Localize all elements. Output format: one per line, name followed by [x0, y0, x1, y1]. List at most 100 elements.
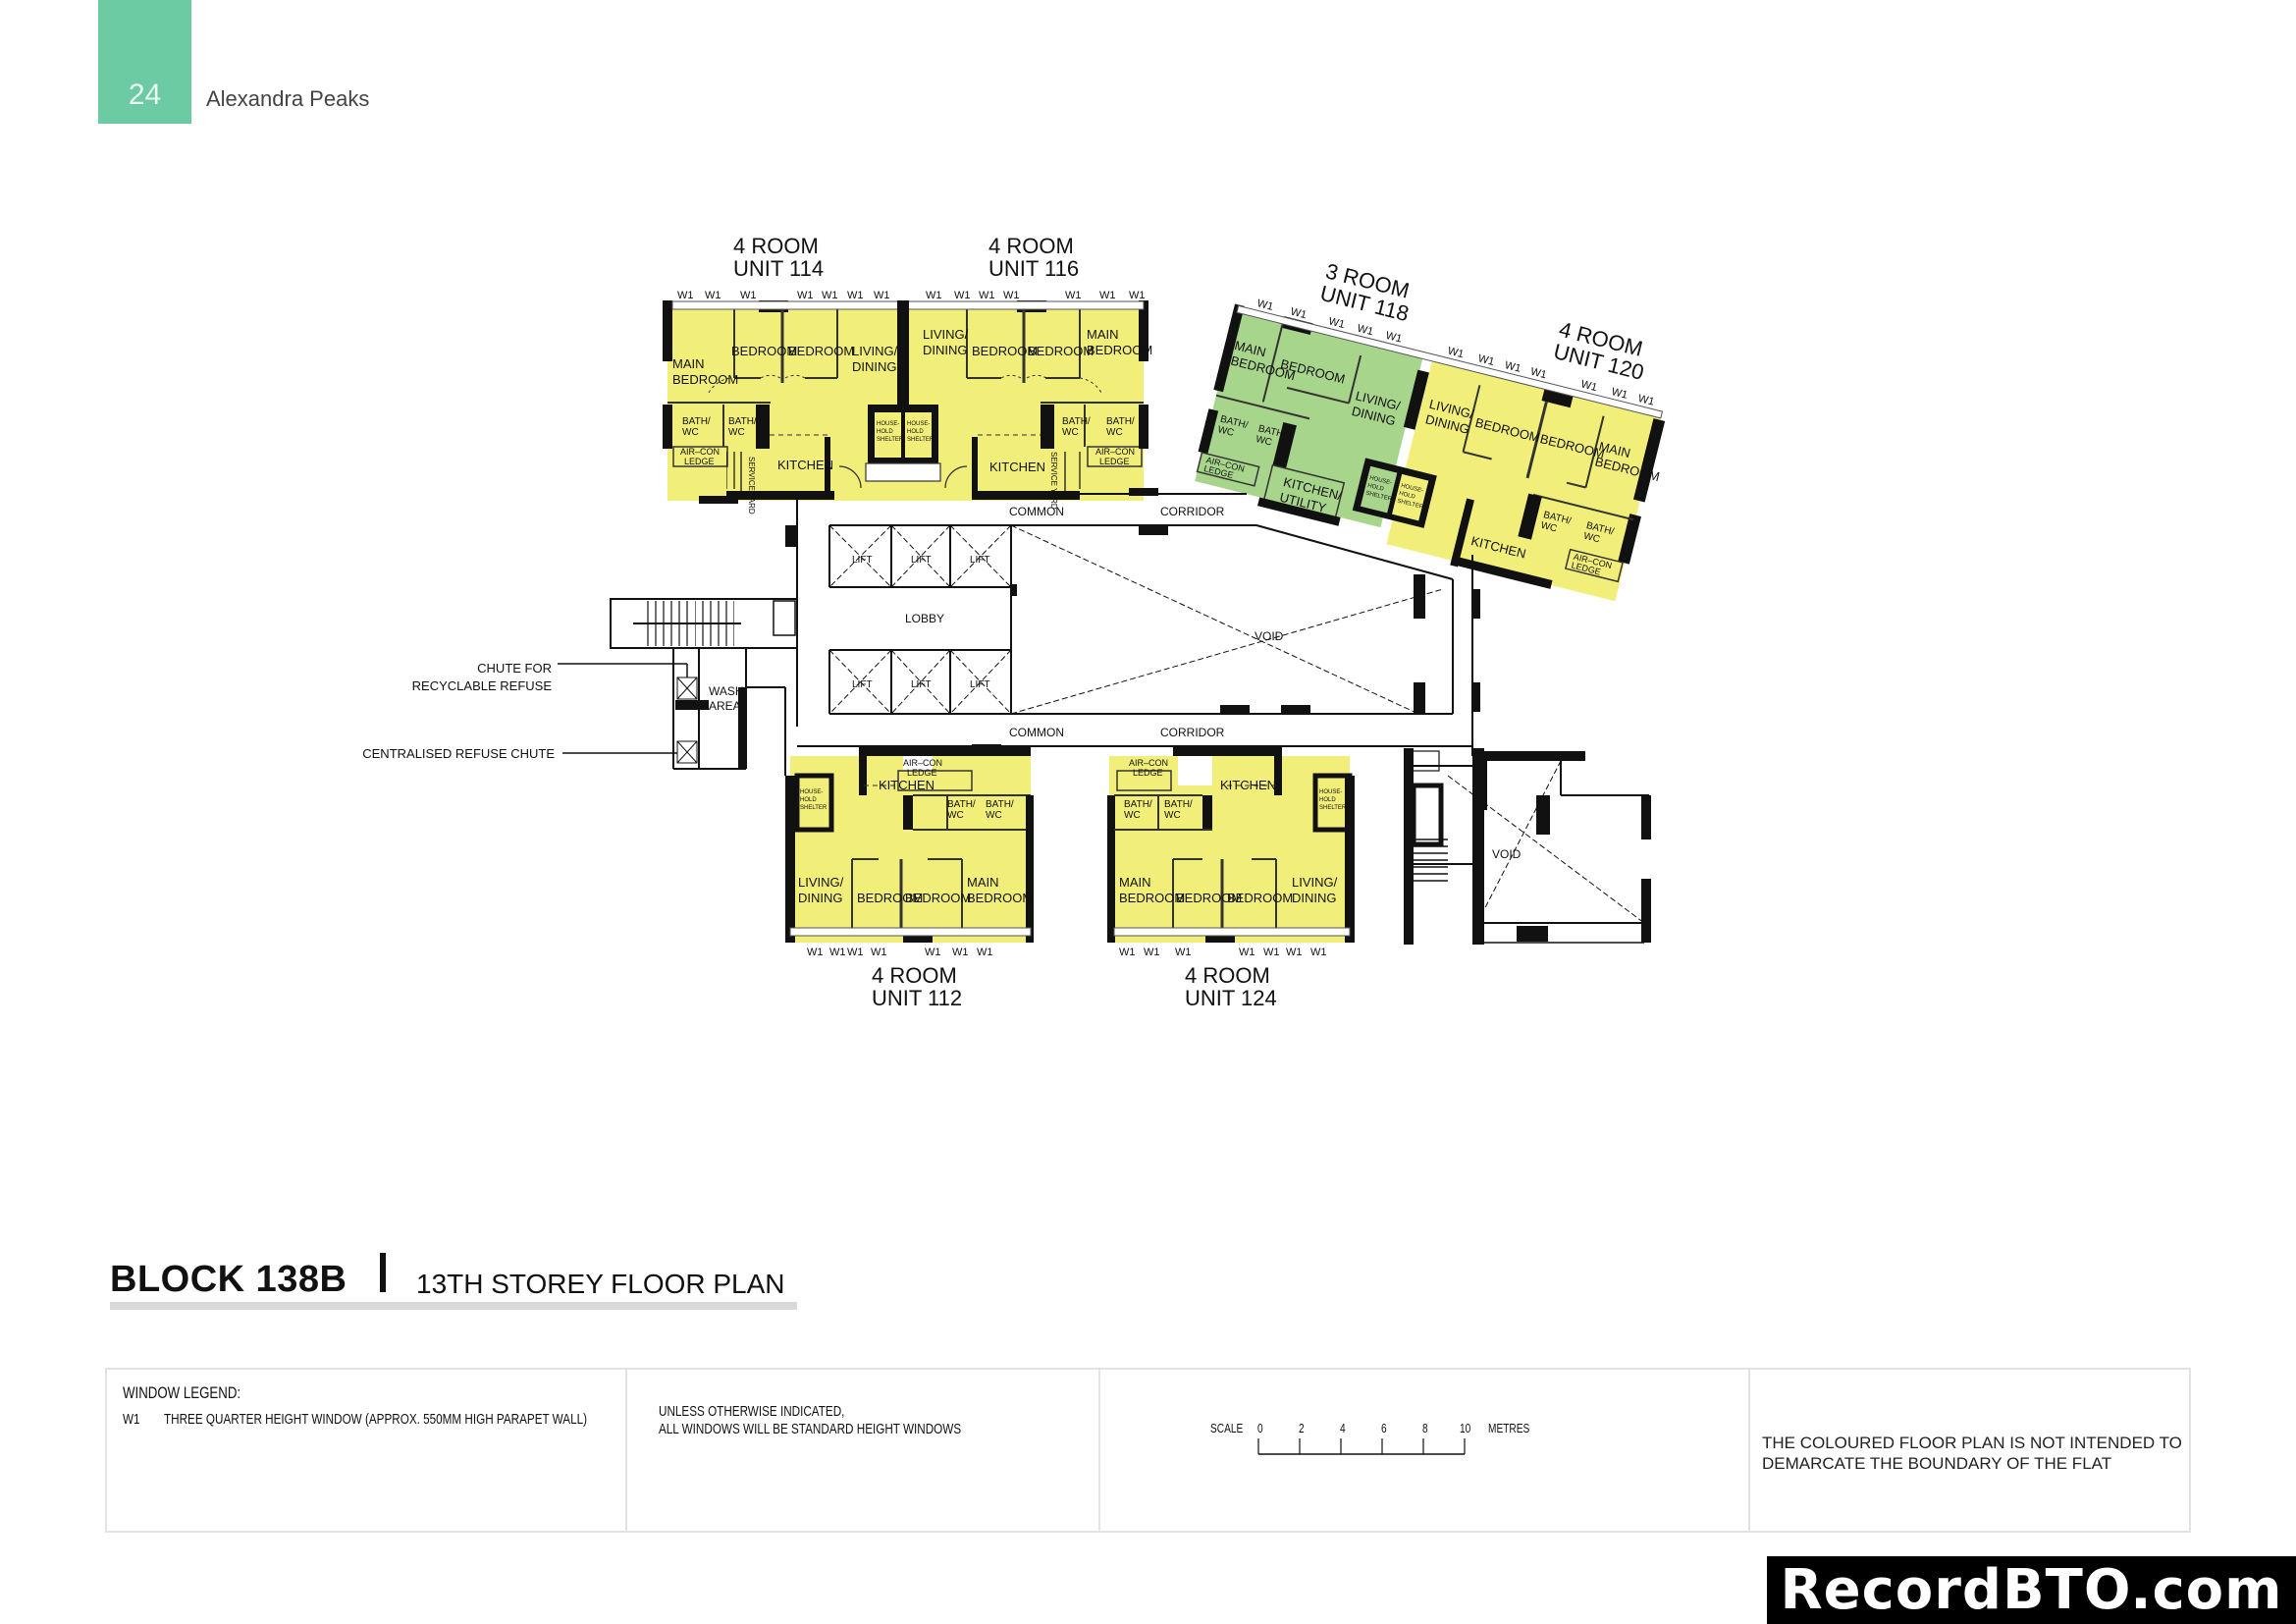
household-shelters-114-116: HOUSE- HOLD SHELTER HOUSE- HOLD SHELTER — [838, 405, 968, 489]
svg-text:LIVING/: LIVING/ — [852, 344, 898, 358]
svg-text:BEDROOM: BEDROOM — [1119, 891, 1185, 905]
svg-text:BATH/: BATH/ — [682, 416, 711, 427]
svg-text:HOLD: HOLD — [877, 429, 893, 435]
svg-text:BATH/: BATH/ — [1106, 416, 1135, 427]
svg-text:HOLD: HOLD — [1399, 491, 1416, 501]
disclaimer-line2: DEMARCATE THE BOUNDARY OF THE FLAT — [1762, 1454, 2112, 1473]
svg-text:BEDROOM: BEDROOM — [1176, 891, 1242, 905]
unit-124[interactable]: KITCHEN AIR–CON LEDGE BATH/ WC BATH/ WC … — [1107, 746, 1355, 943]
svg-text:HOUSE-: HOUSE- — [907, 421, 930, 427]
svg-text:DINING: DINING — [1292, 891, 1337, 905]
svg-text:BATH/: BATH/ — [947, 799, 976, 810]
svg-text:LEDGE: LEDGE — [907, 768, 937, 778]
svg-text:LIVING/: LIVING/ — [798, 875, 844, 890]
svg-text:W1: W1 — [822, 290, 838, 301]
svg-text:HOUSE-: HOUSE- — [1368, 475, 1392, 486]
svg-text:DINING: DINING — [923, 343, 968, 357]
svg-text:W1: W1 — [1529, 366, 1548, 382]
svg-text:W1: W1 — [705, 290, 721, 301]
svg-text:HOUSE-: HOUSE- — [1319, 789, 1342, 795]
unit-112-number: UNIT 112 — [872, 986, 962, 1010]
svg-text:W1: W1 — [1356, 323, 1374, 339]
window-tags-top: W1 W1 W1 W1 W1 W1 W1 W1 W1 W1 W1 W1 W1 W… — [677, 290, 1146, 301]
unit-120[interactable]: LIVING/ DINING BEDROOM BEDROOM MAIN BEDR… — [1385, 357, 1674, 609]
svg-text:SHELTER: SHELTER — [1319, 805, 1347, 811]
scale-label: SCALE — [1210, 1421, 1244, 1435]
svg-text:SHELTER: SHELTER — [907, 437, 934, 443]
unit-116-type: 4 ROOM — [988, 234, 1074, 258]
svg-text:MAIN: MAIN — [1087, 327, 1119, 342]
svg-text:WC: WC — [947, 810, 964, 821]
svg-text:AIR–CON: AIR–CON — [680, 447, 720, 457]
svg-text:AIR–CON: AIR–CON — [1129, 758, 1168, 768]
svg-text:LIVING/: LIVING/ — [1292, 875, 1338, 890]
svg-text:W1: W1 — [954, 290, 971, 301]
svg-text:W1: W1 — [874, 290, 890, 301]
svg-text:BATH/: BATH/ — [986, 799, 1014, 810]
scale-tick-8: 8 — [1422, 1421, 1428, 1435]
svg-text:BATH/: BATH/ — [728, 416, 757, 427]
svg-text:HOUSE-: HOUSE- — [877, 421, 899, 427]
svg-text:W1: W1 — [1255, 298, 1274, 313]
disclaimer-line1: THE COLOURED FLOOR PLAN IS NOT INTENDED … — [1762, 1434, 2182, 1452]
svg-text:AIR–CON: AIR–CON — [1095, 447, 1135, 457]
disclaimer-text: THE COLOURED FLOOR PLAN IS NOT INTENDED … — [1762, 1433, 2182, 1474]
svg-text:W1: W1 — [1003, 290, 1020, 301]
svg-text:W1: W1 — [1579, 378, 1598, 394]
page-number-tab: 24 — [98, 0, 191, 124]
scale-bar — [1257, 1438, 1466, 1455]
page-number: 24 — [128, 79, 162, 111]
svg-text:LEDGE: LEDGE — [1099, 457, 1130, 466]
window-legend-title: WINDOW LEGEND: — [123, 1383, 241, 1402]
common-label-bottom: COMMON — [1009, 726, 1064, 739]
floor-plan: MAIN BEDROOM BEDROOM BEDROOM LIVING/ DIN… — [362, 234, 1674, 1010]
svg-text:LIVING/: LIVING/ — [923, 327, 969, 342]
title-underline — [110, 1302, 797, 1310]
svg-text:W1: W1 — [926, 290, 942, 301]
svg-text:W1: W1 — [1289, 306, 1308, 322]
svg-text:W1: W1 — [952, 947, 969, 958]
svg-text:W1: W1 — [925, 947, 941, 958]
svg-text:W1: W1 — [1384, 330, 1403, 346]
svg-text:W1: W1 — [847, 947, 864, 958]
svg-text:W1: W1 — [1310, 947, 1327, 958]
svg-text:W1: W1 — [1129, 290, 1146, 301]
unit-112[interactable]: KITCHEN AIR–CON LEDGE BATH/ WC BATH/ WC … — [785, 746, 1034, 943]
svg-text:W1: W1 — [1263, 947, 1280, 958]
svg-text:W1: W1 — [1065, 290, 1082, 301]
svg-text:W1: W1 — [829, 947, 846, 958]
svg-text:SERVICE YARD: SERVICE YARD — [747, 457, 756, 514]
svg-text:BEDROOM: BEDROOM — [672, 372, 738, 387]
unit-114[interactable]: MAIN BEDROOM BEDROOM BEDROOM LIVING/ DIN… — [663, 300, 903, 514]
watermark-logo: RecordBTO.com — [1767, 1556, 2296, 1624]
window-note-line2: ALL WINDOWS WILL BE STANDARD HEIGHT WIND… — [659, 1421, 962, 1437]
window-note-cell: UNLESS OTHERWISE INDICATED, ALL WINDOWS … — [627, 1370, 1100, 1531]
svg-text:BATH/: BATH/ — [1124, 799, 1152, 810]
svg-text:KITCHEN: KITCHEN — [1220, 778, 1276, 792]
svg-text:W1: W1 — [847, 290, 864, 301]
window-tags-bottom: W1 W1 W1 W1 W1 W1 W1 W1 W1 W1 W1 W1 W1 W… — [807, 947, 1327, 958]
scale-tick-10: 10 — [1460, 1421, 1471, 1435]
svg-text:AIR–CON: AIR–CON — [903, 758, 942, 768]
recyclable-callout-1: CHUTE FOR — [477, 661, 552, 676]
svg-text:HOLD: HOLD — [907, 429, 924, 435]
wash-area-label-2: AREA — [709, 699, 741, 713]
svg-text:BEDROOM: BEDROOM — [1028, 344, 1094, 358]
svg-text:LEDGE: LEDGE — [1133, 768, 1163, 778]
svg-text:DINING: DINING — [852, 359, 897, 374]
svg-text:W1: W1 — [1637, 393, 1656, 408]
svg-text:WC: WC — [986, 810, 1002, 821]
unit-114-number: UNIT 114 — [733, 256, 824, 281]
svg-text:W1: W1 — [1504, 359, 1522, 375]
svg-text:BEDROOM: BEDROOM — [1087, 343, 1152, 357]
svg-text:MAIN: MAIN — [967, 875, 999, 890]
unit-112-type: 4 ROOM — [872, 963, 957, 988]
scale-unit: METRES — [1488, 1421, 1530, 1435]
svg-text:BATH/: BATH/ — [1062, 416, 1091, 427]
svg-text:MAIN: MAIN — [1119, 875, 1151, 890]
lift-label: LIFT — [911, 555, 932, 566]
svg-text:W1: W1 — [807, 947, 824, 958]
legend-table: WINDOW LEGEND: W1 THREE QUARTER HEIGHT W… — [105, 1368, 2191, 1533]
void-label-2: VOID — [1492, 847, 1522, 861]
unit-116[interactable]: LIVING/ DINING BEDROOM BEDROOM MAIN BEDR… — [897, 300, 1152, 510]
